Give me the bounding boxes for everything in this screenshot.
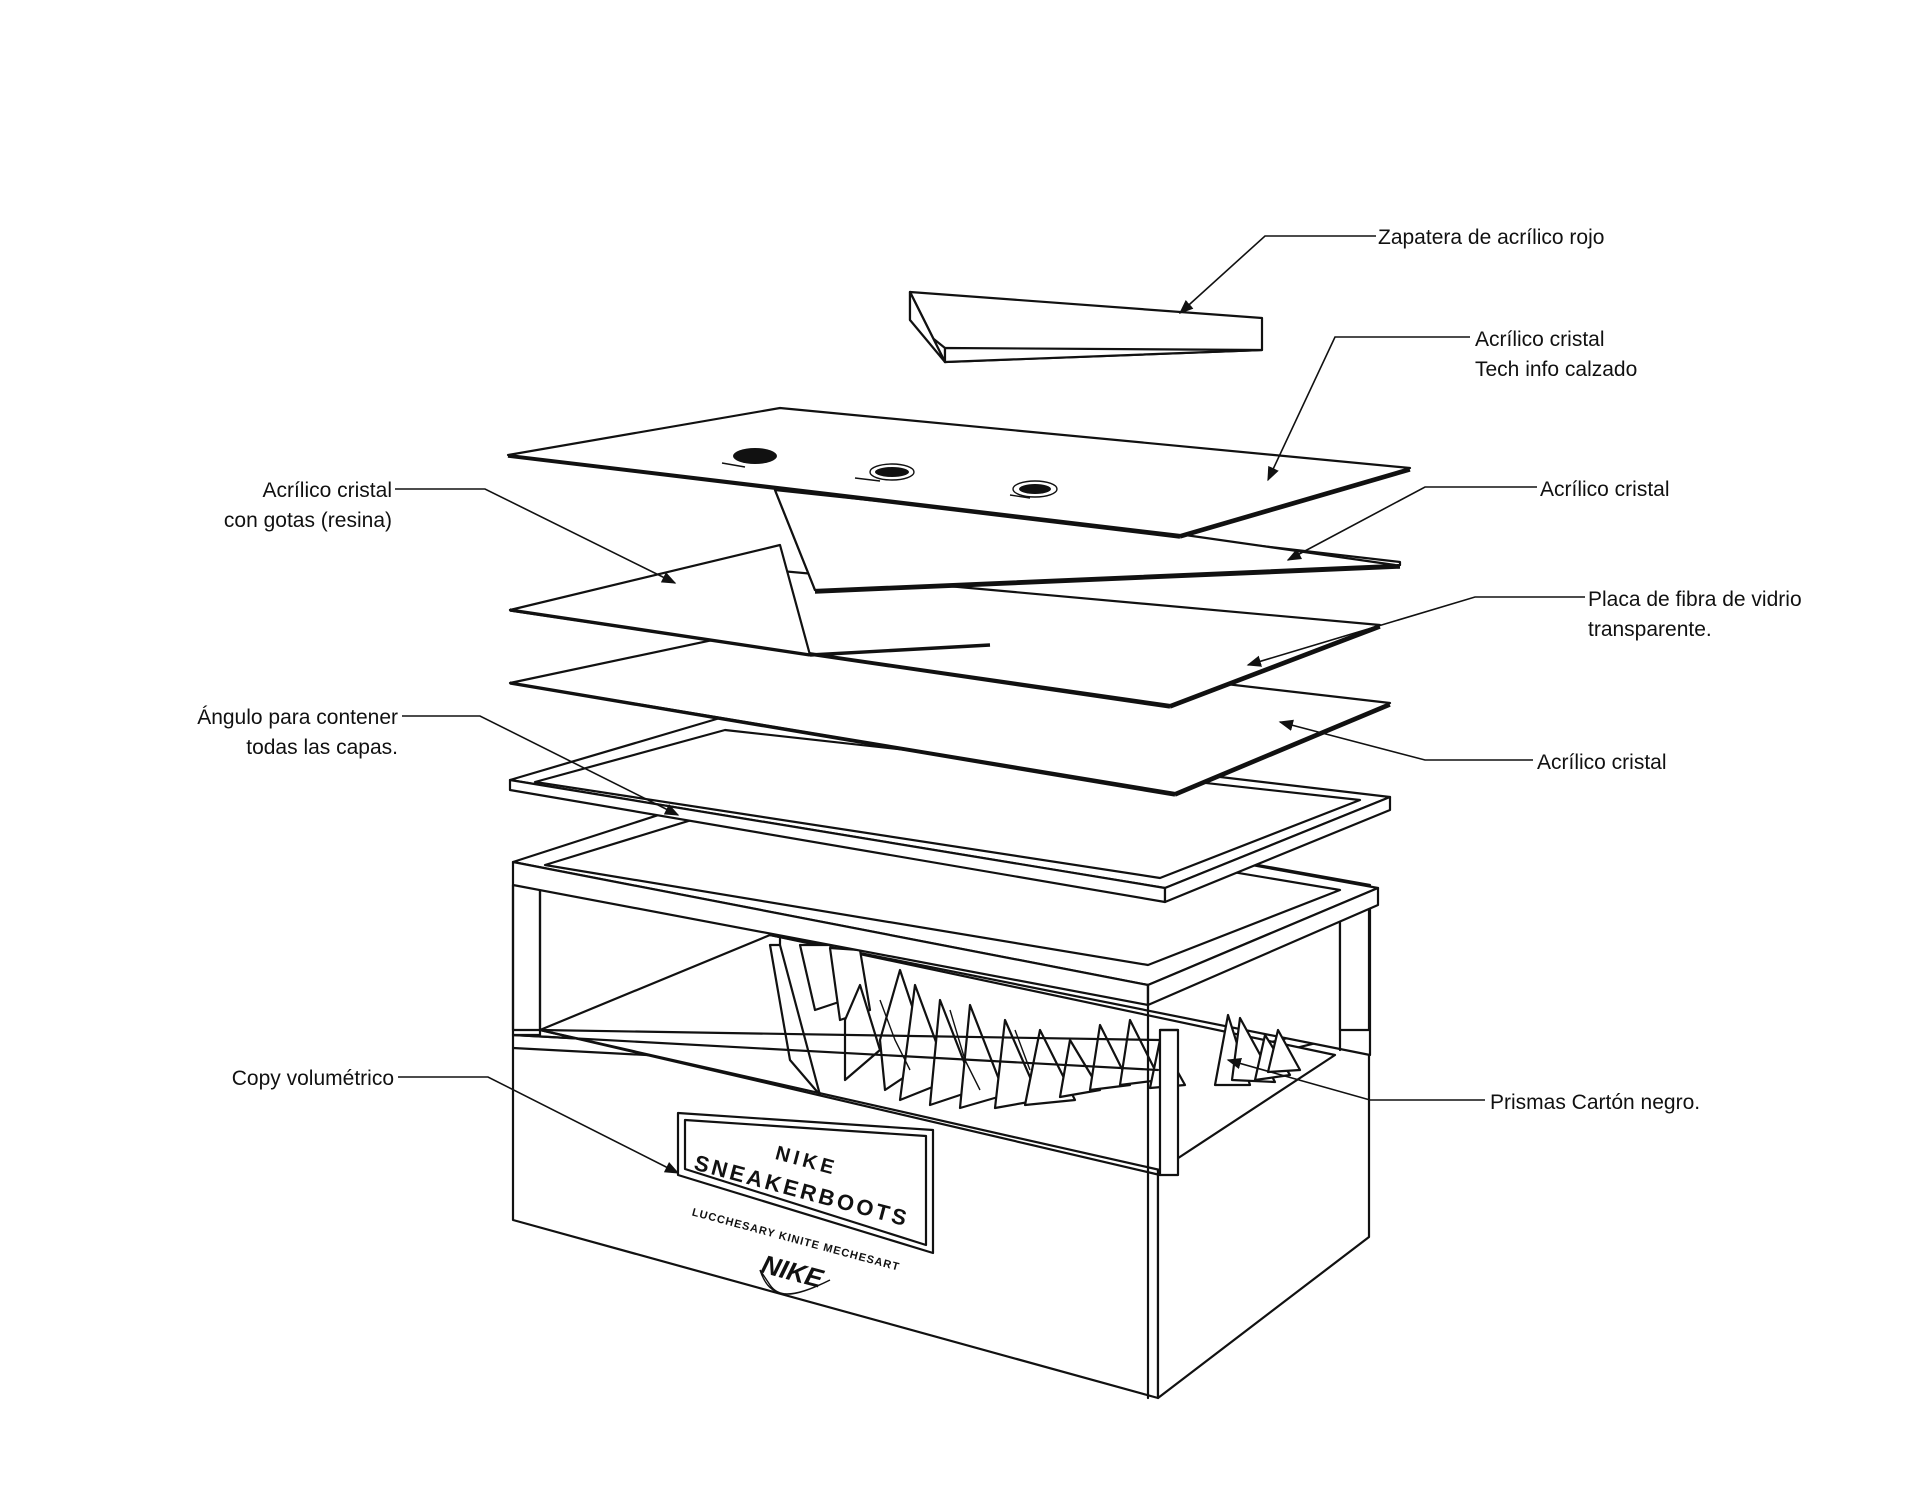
shoe-rack	[908, 290, 1264, 364]
callout-zapatera-line1: Zapatera de acrílico rojo	[1378, 226, 1604, 249]
callout-angulo-line2: todas las capas.	[246, 736, 398, 759]
badge-icon	[869, 463, 915, 481]
callout-prismas-line1: Prismas Cartón negro.	[1490, 1091, 1700, 1114]
callout-copy: Copy volumétrico	[232, 1067, 394, 1090]
callout-fibra: Placa de fibra de vidrio transparente.	[1588, 588, 1802, 641]
callout-tech-info: Acrílico cristal Tech info calzado	[1475, 328, 1637, 381]
box-post-right	[1338, 903, 1371, 1032]
callout-fibra-line2: transparente.	[1588, 618, 1712, 641]
swoosh-icon	[759, 1269, 831, 1295]
prisms	[768, 943, 1302, 1110]
acrylic-plate-bottom	[508, 628, 1392, 797]
callout-angulo: Ángulo para contener todas las capas.	[197, 706, 398, 759]
callout-gotas-line2: con gotas (resina)	[224, 509, 392, 532]
label-panel: NIKE SNEAKERBOOTS LUCCHESARY KINITE MECH…	[676, 1111, 935, 1295]
callout-zapatera: Zapatera de acrílico rojo	[1378, 226, 1604, 249]
callout-gotas-line1: Acrílico cristal	[262, 479, 392, 502]
leader-lines	[395, 235, 1585, 1174]
acrylic-plate-middle	[773, 488, 1402, 594]
callout-prismas: Prismas Cartón negro.	[1490, 1091, 1700, 1114]
callout-cristal-2: Acrílico cristal	[1537, 751, 1667, 774]
acrylic-plate-tech	[506, 406, 1412, 539]
tech-badges	[721, 448, 1058, 499]
callout-tech-info-line1: Acrílico cristal	[1475, 328, 1605, 351]
callout-cristal-2-line1: Acrílico cristal	[1537, 751, 1667, 774]
badge-icon	[1012, 480, 1058, 498]
callout-copy-line1: Copy volumétrico	[232, 1067, 394, 1090]
badge-icon	[733, 448, 777, 464]
box-front-frame	[511, 883, 1180, 1177]
callout-gotas: Acrílico cristal con gotas (resina)	[224, 479, 392, 532]
callout-tech-info-line2: Tech info calzado	[1475, 358, 1637, 381]
callout-cristal-1: Acrílico cristal	[1540, 478, 1670, 501]
resin-drops-plate	[508, 543, 991, 657]
callout-angulo-line1: Ángulo para contener	[197, 706, 398, 729]
callout-cristal-1-line1: Acrílico cristal	[1540, 478, 1670, 501]
callout-fibra-line1: Placa de fibra de vidrio	[1588, 588, 1802, 611]
box-post-left	[511, 883, 542, 1037]
